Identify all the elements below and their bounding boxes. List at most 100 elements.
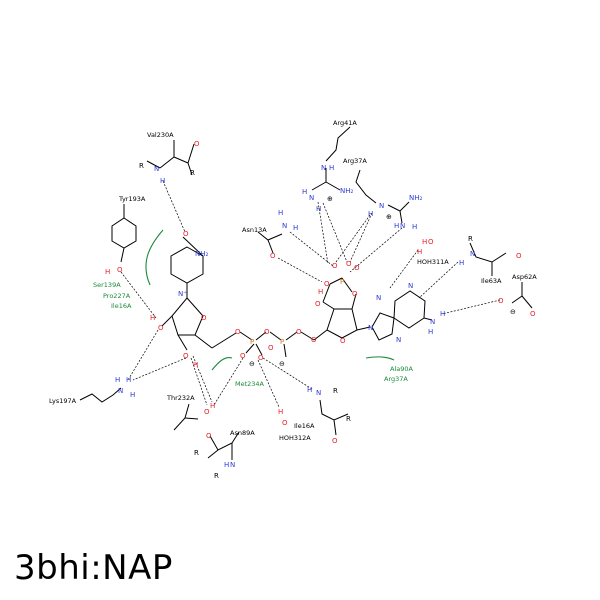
atom-n: N: [154, 165, 159, 173]
atom-h: H: [126, 376, 131, 384]
atom-h: H: [105, 268, 110, 276]
atom-o: O: [311, 336, 317, 344]
atom-h: H: [278, 209, 283, 217]
atom-n: N: [282, 222, 287, 230]
atom-nh2: NH₂: [409, 194, 423, 202]
atom-h: H: [302, 188, 307, 196]
atom-h: H: [440, 310, 445, 318]
atom-o: O: [201, 314, 207, 322]
atom-minus: ⊖: [249, 360, 255, 368]
atom-o: O: [352, 290, 358, 298]
atom-o: O: [268, 344, 274, 352]
residue-label-asp62: Asp62A: [512, 273, 537, 281]
atom-nh2: NH₂: [195, 250, 209, 258]
atom-h: H: [368, 210, 373, 218]
atom-h: H: [394, 222, 399, 230]
atom-h: H: [459, 259, 464, 267]
atom-h: H: [193, 361, 198, 369]
atom-n: N: [379, 202, 384, 210]
tyr193-ring: [111, 217, 137, 249]
residue-label-hoh311: HOH311A: [417, 258, 449, 266]
atom-n: N: [470, 250, 475, 258]
atom-plus: ⊕: [386, 213, 392, 221]
arg41-chain: [325, 126, 351, 162]
adenine-imidazole: [371, 312, 395, 341]
residue-label-ala90: Ala90A: [390, 365, 414, 373]
atom-h: H: [210, 402, 215, 410]
atom-o: O: [183, 230, 189, 238]
atom-p: P: [280, 338, 284, 346]
atom-o: O: [235, 328, 241, 336]
atom-r: R: [346, 415, 351, 423]
atom-h: H: [307, 386, 312, 394]
atom-o: O: [340, 337, 346, 345]
atom-n: N: [408, 282, 413, 290]
atom-o: O: [204, 408, 210, 416]
residue-label-arg41: Arg41A: [333, 119, 357, 127]
atom-h: H: [417, 248, 422, 256]
atom-o: O: [282, 419, 288, 427]
thr232-chain: [173, 403, 190, 431]
arg37-chain: [355, 169, 377, 204]
atom-h: H: [150, 314, 155, 322]
atom-o: O: [315, 300, 321, 308]
atom-n: N: [430, 318, 435, 326]
diagram-caption: 3bhi:NAP: [14, 548, 173, 588]
residue-label-arg37: Arg37A: [343, 157, 367, 165]
residue-label-arg37b: Arg37A: [384, 375, 408, 383]
atom-r: R: [139, 162, 144, 170]
atom-h: H: [224, 461, 229, 469]
residue-label-hoh312: HOH312A: [279, 434, 311, 442]
hydrogen-bonds: [120, 180, 501, 408]
atom-r: R: [333, 387, 338, 395]
atom-o: O: [158, 324, 164, 332]
asn89-chain: [209, 431, 240, 451]
ile63-chain: [469, 242, 507, 263]
atom-o: O: [117, 266, 123, 274]
adenosine-ribose: [326, 308, 358, 339]
hydrophobic-arc-ala90: [365, 356, 395, 361]
residue-label-ser139: Ser139A: [93, 281, 121, 289]
atom-o: O: [530, 310, 536, 318]
atom-o: O: [332, 262, 338, 270]
residue-label-tyr193: Tyr193A: [118, 195, 146, 203]
atom-o: O: [332, 437, 338, 445]
atom-o: O: [264, 328, 270, 336]
atom-h: H: [318, 288, 323, 296]
atom-r: R: [194, 449, 199, 457]
residue-label-lys197: Lys197A: [49, 397, 77, 405]
residue-label-pro227: Pro227A: [103, 292, 131, 300]
atom-p: P: [250, 338, 254, 346]
atom-o: O: [516, 252, 522, 260]
hydrophobic-arc-met234: [211, 356, 233, 371]
residue-label-asn89: Asn89A: [230, 429, 255, 437]
val230-backbone: [146, 160, 161, 169]
atom-h: H: [422, 238, 427, 246]
atom-o: O: [296, 328, 302, 336]
ile16-chain: [319, 399, 349, 421]
atom-o: O: [258, 354, 264, 362]
atom-o: O: [206, 432, 212, 440]
atom-o: O: [183, 352, 189, 360]
atom-o: O: [428, 238, 434, 246]
atom-h: H: [329, 164, 334, 172]
atom-h: H: [316, 205, 321, 213]
atom-n: N: [400, 222, 405, 230]
atom-o: O: [270, 252, 276, 260]
residue-labels: Val230A Tyr193A Ser139A Pro227A Ile16A L…: [49, 119, 537, 442]
atom-n: N: [230, 461, 235, 469]
hydrophobic-contacts: [145, 229, 395, 371]
atom-n: N: [368, 324, 373, 332]
atom-h: H: [278, 408, 283, 416]
residue-label-thr232: Thr232A: [166, 394, 195, 402]
atom-o: O: [346, 260, 352, 268]
atom-h: H: [130, 391, 135, 399]
residue-label-met234: Met234A: [235, 380, 265, 388]
nicotinamide-ribose: [171, 297, 204, 336]
atom-plus: ⊕: [327, 195, 333, 203]
atom-o: O: [240, 352, 246, 360]
atom-h: H: [293, 224, 298, 232]
atom-h: H: [412, 223, 417, 231]
atom-h: H: [115, 376, 120, 384]
atom-labels: R N H R O H O O NH₂ N⁺ H O O O H O P O P…: [105, 140, 536, 480]
